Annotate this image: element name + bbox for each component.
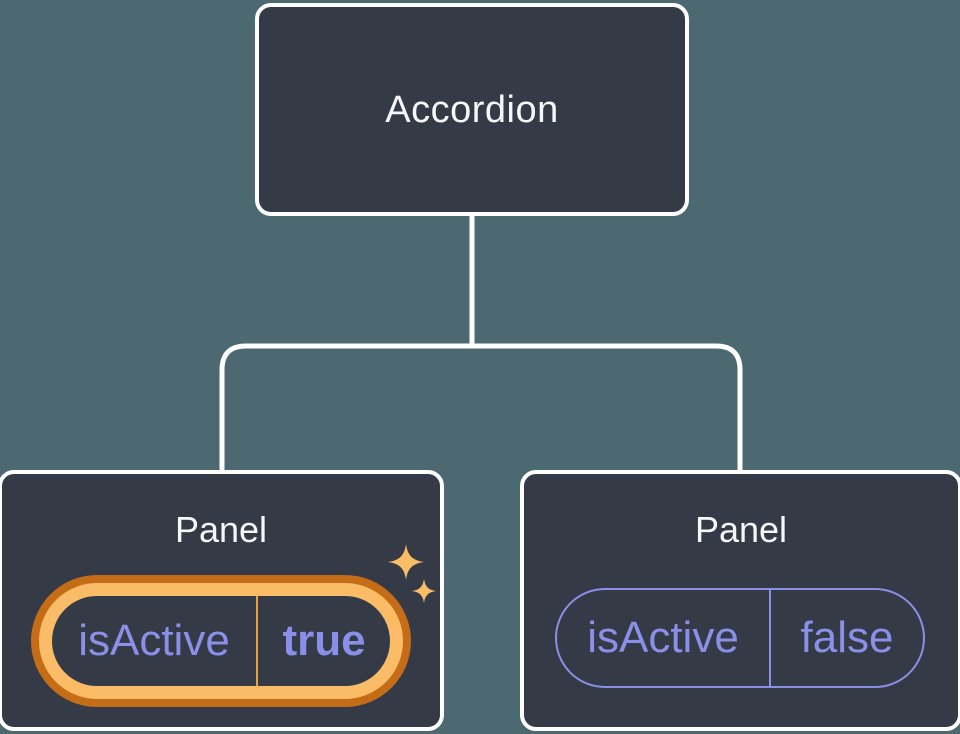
- panel-node-active: Panel isActive true: [0, 470, 444, 731]
- state-name: isActive: [587, 613, 739, 662]
- state-value: false: [800, 613, 894, 662]
- accordion-node: Accordion: [255, 3, 689, 216]
- panel-node-inactive: Panel isActive false: [520, 470, 960, 731]
- state-pill-inactive: isActive false: [555, 588, 925, 688]
- state-name: isActive: [78, 616, 230, 665]
- state-pill-divider: [769, 590, 771, 686]
- state-pill-active: isActive true: [39, 583, 403, 699]
- panel-node-label: Panel: [174, 509, 268, 550]
- panel-node-label: Panel: [694, 509, 788, 550]
- state-value: true: [282, 616, 366, 665]
- accordion-node-label: Accordion: [385, 88, 559, 131]
- state-pill-divider: [256, 596, 258, 686]
- sparkles-icon: [388, 544, 437, 604]
